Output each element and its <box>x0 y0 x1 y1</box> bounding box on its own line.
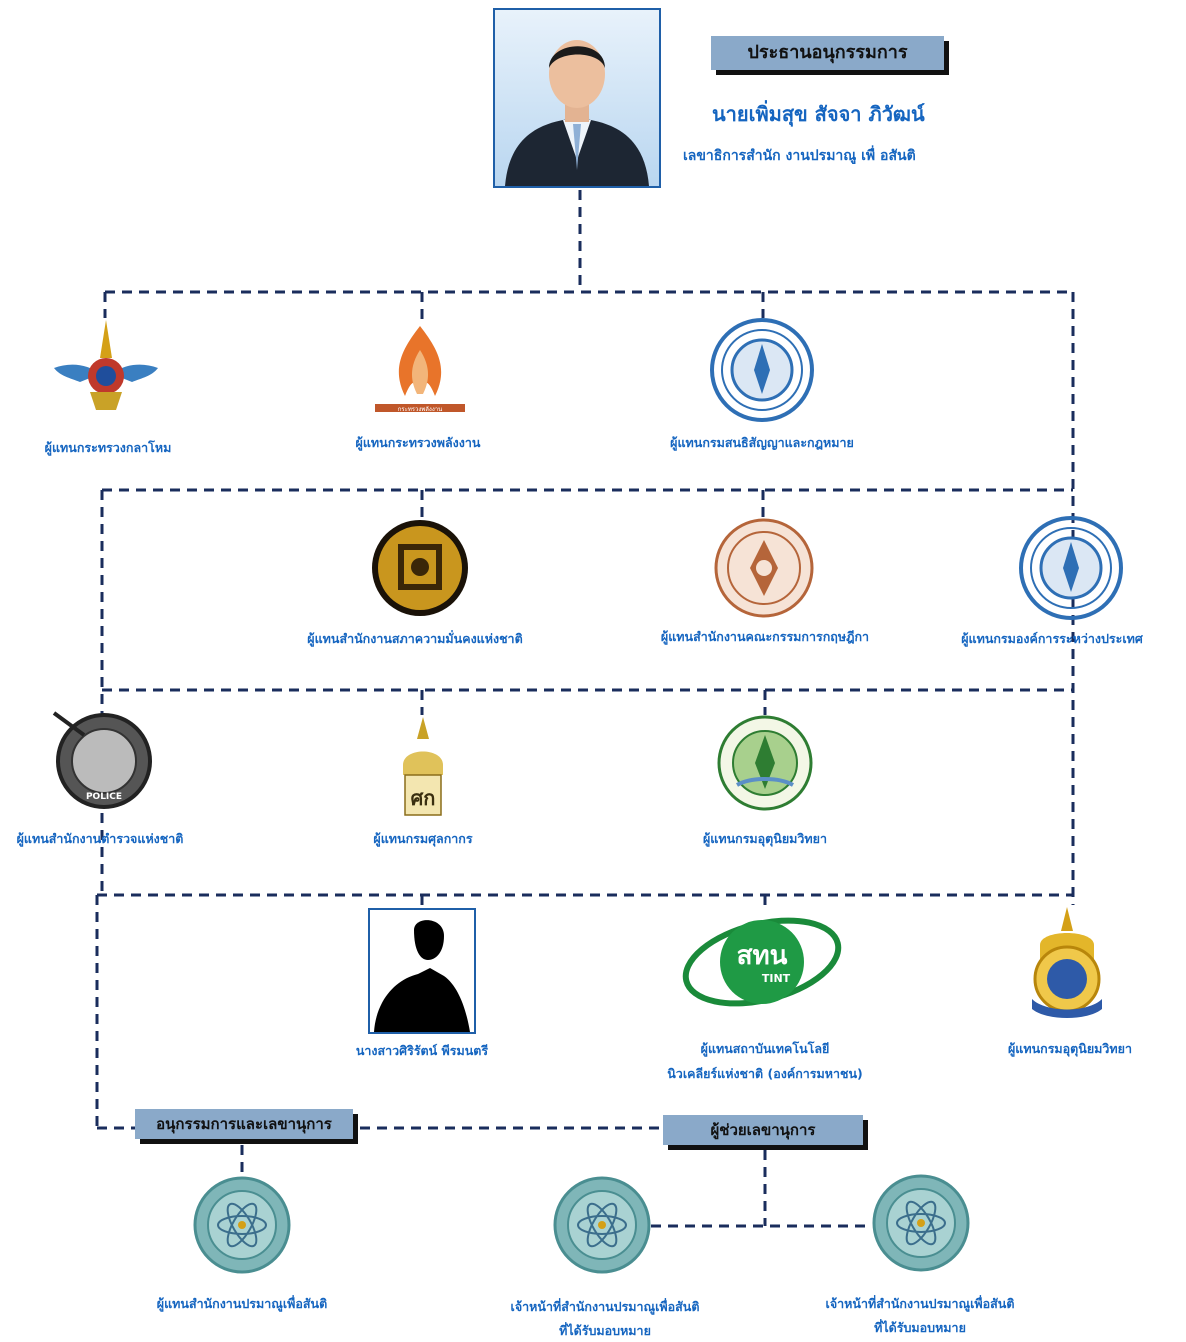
label-staff-1-line1: เจ้าหน้าที่สำนักงานปรมาณูเพื่อสันติ <box>510 1299 700 1314</box>
label-tint-line1: ผู้แทนสถาบันเทคโนโลยี <box>700 1041 830 1056</box>
tint-logo-sub-text: TINT <box>762 972 791 985</box>
meteo-department-seal <box>717 715 813 811</box>
label-meteo-department-2: ผู้แทนกรมอุตุนิยมวิทยา <box>1007 1041 1133 1056</box>
label-energy-ministry: ผู้แทนกระทรวงพลังงาน <box>355 435 481 450</box>
meteo-ministry-emblem <box>1032 907 1102 1018</box>
label-police: ผู้แทนสำนักงานตำรวจแห่งชาติ <box>16 831 184 846</box>
assistant-secretary-heading: ผู้ช่วยเลขานุการ <box>663 1115 863 1145</box>
label-meteo-department: ผู้แทนกรมอุตุนิยมวิทยา <box>702 831 828 846</box>
defense-ministry-logo <box>54 320 158 410</box>
chairman-photo <box>493 8 661 188</box>
krisdika-seal <box>714 518 814 618</box>
tint-logo-main-text: สทน <box>737 941 788 971</box>
treaty-department-seal <box>710 318 814 422</box>
police-logo-text: POLICE <box>86 792 122 802</box>
energy-logo-text: กระทรวงพลังงาน <box>398 406 443 413</box>
energy-ministry-logo: กระทรวงพลังงาน <box>375 326 465 413</box>
police-seal: POLICE <box>52 711 152 809</box>
label-treaty-department: ผู้แทนกรมสนธิสัญญาและกฎหมาย <box>670 435 854 450</box>
label-staff-2-line1: เจ้าหน้าที่สำนักงานปรมาณูเพื่อสันติ <box>825 1296 1015 1311</box>
person-silhouette-photo <box>368 908 476 1034</box>
oap-seal-assistant-2 <box>872 1174 970 1272</box>
customs-logo-text: ศก <box>411 786 436 810</box>
label-defense-ministry: ผู้แทนกระทรวงกลาโหม <box>44 440 172 455</box>
oap-seal-secretary <box>193 1176 291 1274</box>
label-nsc: ผู้แทนสำนักงานสภาความมั่นคงแห่งชาติ <box>307 631 523 646</box>
chairman-name: นายเพิ่มสุข สัจจา ภิวัฒน์ <box>712 102 925 126</box>
oap-seal-assistant-1 <box>553 1176 651 1274</box>
tint-logo: สทน TINT <box>682 917 842 1007</box>
chairman-heading: ประธานอนุกรรมการ <box>711 36 944 70</box>
label-staff-1-line2: ที่ได้รับมอบหมาย <box>559 1323 651 1338</box>
nsc-seal <box>372 520 468 616</box>
label-tint-line2: นิวเคลียร์แห่งชาติ (องค์การมหาชน) <box>667 1066 863 1081</box>
secretary-heading: อนุกรรมการและเลขานุการ <box>135 1109 353 1139</box>
label-customs: ผู้แทนกรมศุลกากร <box>373 831 473 846</box>
label-krisdika: ผู้แทนสำนักงานคณะกรรมการกฤษฎีกา <box>660 629 870 644</box>
label-oap-representative: ผู้แทนสำนักงานปรมาณูเพื่อสันติ <box>156 1296 328 1311</box>
label-staff-2-line2: ที่ได้รับมอบหมาย <box>874 1320 966 1335</box>
customs-logo: ศก <box>403 717 443 816</box>
intl-org-department-seal <box>1019 516 1123 620</box>
chairman-title: เลขาธิการสำนัก งานปรมาณู เพื่ อสันติ <box>683 148 916 164</box>
label-intl-org-department: ผู้แทนกรมองค์การระหว่างประเทศ <box>961 631 1143 646</box>
label-person: นางสาวศิริรัตน์ พีรมนตรี <box>355 1043 489 1058</box>
